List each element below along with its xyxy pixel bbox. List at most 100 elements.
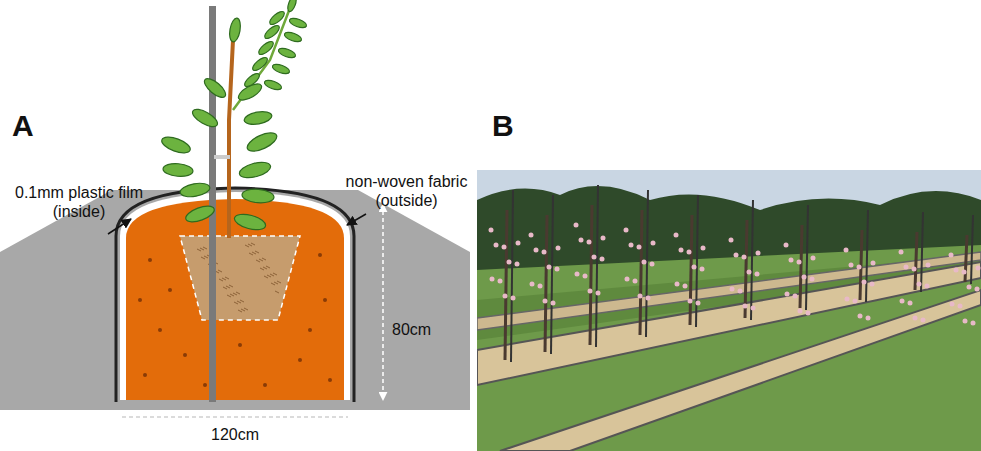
stake [596,185,598,347]
tie [214,155,230,159]
blossom [650,262,655,267]
soil-mound [126,199,344,400]
leaf [263,23,282,40]
leaf [283,30,303,43]
blossom [624,228,629,233]
blossom [529,233,534,238]
root-fibre [201,257,205,259]
soil-dot [308,328,312,332]
soil-dot [183,353,187,357]
blossom [849,263,854,268]
orchard-photo [477,170,981,451]
blossom [575,272,580,277]
blossom [904,265,909,270]
root-fibre [234,302,238,304]
stake [511,190,513,362]
blossom [515,262,520,267]
root-fibre [237,301,241,303]
sky [477,170,981,451]
tree-trunk [915,232,917,290]
tree-trunk [690,215,692,325]
blossom [530,282,535,287]
blossom [738,289,743,294]
blossom [756,251,761,256]
stake [866,210,868,302]
leaf [271,62,291,75]
blossom [913,316,918,321]
leaf [241,188,274,204]
blossom [701,246,706,251]
stake [921,212,923,292]
blossom [793,294,798,299]
blossom [811,256,816,261]
root-fibre [200,248,204,250]
root-fibre [226,286,230,288]
blossom [642,260,647,265]
blossom [747,270,752,275]
blossom [912,267,917,272]
blossom [866,316,871,321]
stake [806,205,808,310]
leaf [257,39,276,56]
root-fibre [238,310,242,312]
blossom [587,240,592,245]
blossom [675,282,680,287]
blossom [743,304,748,309]
blossom [683,284,688,289]
tree-trunk [745,220,747,318]
ground-bed [0,190,470,410]
height-dimension [382,204,384,400]
blossom [674,233,679,238]
leaf [268,9,287,26]
blossom [871,261,876,266]
root-fibre [241,309,245,311]
blossom [963,319,968,324]
root-fibre [274,282,278,284]
blossom [958,304,963,309]
root-fibre [203,247,207,249]
root-fibre [244,308,248,310]
soil-dot [158,328,162,332]
support-stake [209,6,216,402]
root-fibre [223,287,227,289]
panel-letter: B [492,108,532,144]
blossom [730,287,735,292]
root-fibre [227,295,231,297]
root-fibre [277,281,281,283]
blossom [494,243,499,248]
leaves [160,0,308,233]
stake [751,200,753,320]
tree-trunk [640,210,642,335]
blossom [921,318,926,323]
blossom [588,289,593,294]
blossom [547,265,552,270]
blossom [755,272,760,277]
leaf [160,134,193,156]
blossom [976,266,981,271]
blossom [629,243,634,248]
soil-dot [143,373,147,377]
material-label: non-woven fabric (outside) [338,172,475,210]
panel-letter: A [12,108,52,144]
blossom [646,296,651,301]
leaf [277,46,297,59]
root-fibre [248,244,252,246]
blossom [729,238,734,243]
root-fibre [263,267,267,269]
blossom [900,299,905,304]
blossom [862,280,867,285]
blossom [926,263,931,268]
pointer-arrow [347,214,366,225]
leaf [243,110,273,126]
root-fibre [236,292,240,294]
root-fibre [275,291,279,293]
stake [971,215,973,284]
leaf [184,203,217,225]
stake [646,190,648,337]
branch [233,8,290,110]
leaf [179,181,211,199]
dimension-label: 120cm [200,425,270,444]
blossom [592,255,597,260]
blossom [551,301,556,306]
blossom [899,250,904,255]
